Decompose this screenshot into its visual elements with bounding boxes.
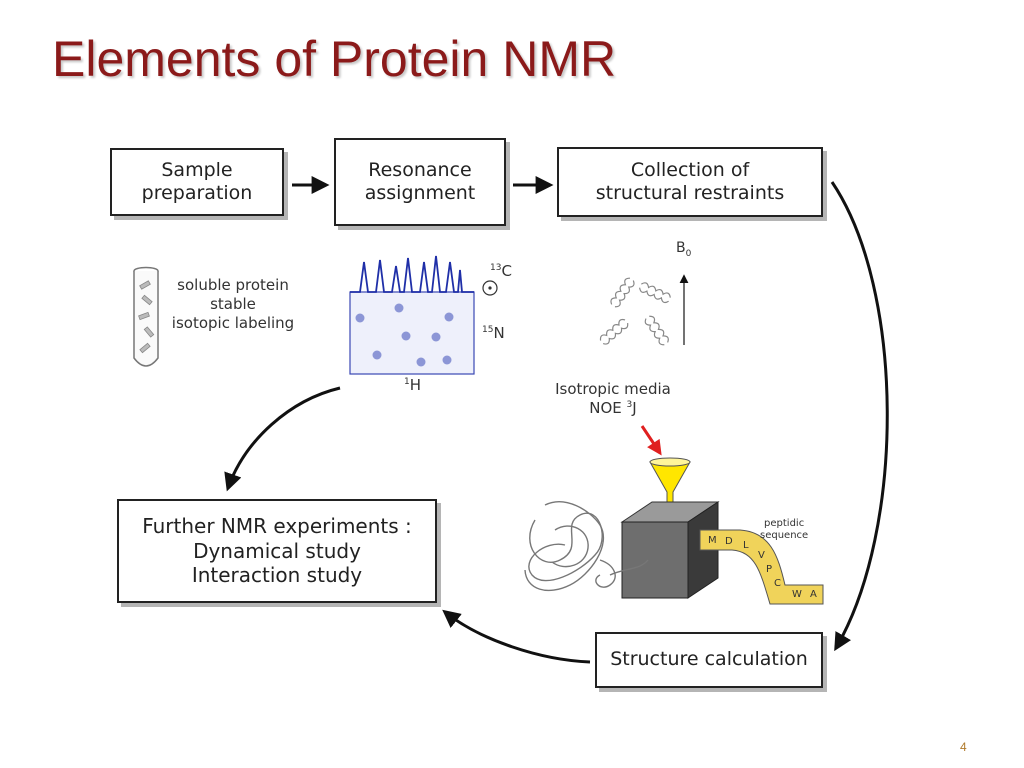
c13-axis-label: 13C	[490, 262, 512, 280]
n15-superscript: 15	[482, 325, 494, 335]
red-arrow	[640, 425, 662, 456]
sample-property-2: stable	[210, 294, 256, 313]
sequence-letter: V	[758, 550, 765, 561]
structural-restraints-line-2: structural restraints	[595, 182, 785, 204]
structure-calculation-box: Structure calculation	[595, 632, 823, 688]
isotropic-media-line-2: NOE 3J	[540, 399, 686, 418]
b0-subscript: 0	[685, 248, 692, 259]
b0-label: B0	[676, 240, 691, 259]
sequence-letter: D	[725, 536, 733, 547]
peak-dot	[355, 313, 365, 323]
peak-dot	[372, 350, 382, 360]
arrow-calculation-to-further	[442, 609, 591, 664]
resonance-assignment-line-1: Resonance	[368, 158, 472, 181]
further-experiments-box: Further NMR experiments : Dynamical stud…	[117, 499, 437, 603]
protein-structure-icon	[524, 501, 649, 592]
n15-letter: N	[493, 324, 505, 342]
peptidic-sequence-label: peptidic sequence	[760, 518, 808, 542]
peptidic-label-line-1: peptidic	[764, 518, 805, 529]
sequence-letter: M	[708, 535, 717, 546]
further-experiments-line-3: Interaction study	[191, 563, 363, 588]
sample-preparation-line-2: preparation	[141, 182, 253, 204]
sample-property-1: soluble protein	[177, 276, 289, 294]
arrow-restraints-to-calculation	[830, 181, 889, 652]
peak-dot	[401, 331, 411, 341]
noe-text: NOE	[589, 398, 627, 417]
structure-calculation-label: Structure calculation	[610, 648, 808, 671]
peptidic-label-line-2: sequence	[760, 530, 809, 541]
resonance-assignment-box: Resonance assignment	[334, 138, 506, 226]
oriented-molecules-icon	[599, 277, 671, 346]
peak-dot	[416, 357, 426, 367]
h1-axis-label: 1H	[404, 376, 421, 394]
arrow-sample-to-further	[224, 386, 341, 492]
n15-axis-label: 15N	[482, 324, 505, 342]
h1-superscript: 1	[404, 377, 410, 387]
slide-title: Elements of Protein NMR	[52, 31, 617, 87]
sample-preparation-line-1: Sample	[161, 158, 233, 181]
peak-dot	[442, 355, 452, 365]
further-experiments-line-2: Dynamical study	[193, 538, 361, 563]
sequence-band	[699, 529, 824, 605]
c13-letter: C	[501, 262, 512, 280]
j-superscript: 3	[626, 399, 633, 410]
sequence-letter: L	[743, 540, 749, 551]
isotropic-media-line-1: Isotropic media	[555, 380, 671, 398]
structural-restraints-box: Collection of structural restraints	[557, 147, 823, 217]
b0-letter: B	[676, 240, 686, 256]
peak-dot	[431, 332, 441, 342]
further-experiments-line-1: Further NMR experiments :	[142, 514, 412, 539]
peak-dot	[444, 312, 454, 322]
sample-properties: soluble protein stable isotopic labeling	[166, 276, 300, 332]
structural-restraints-line-1: Collection of	[630, 158, 750, 181]
h1-letter: H	[409, 376, 422, 394]
sample-preparation-box: Sample preparation	[110, 148, 284, 216]
sequence-letter: W	[792, 589, 802, 600]
page-number: 4	[960, 740, 967, 754]
isotropic-media-label: Isotropic media NOE 3J	[540, 380, 686, 418]
funnel-icon	[649, 457, 691, 517]
c13-axis-dot-icon	[482, 280, 498, 296]
sequence-letter: A	[810, 589, 817, 600]
resonance-assignment-line-2: assignment	[364, 182, 476, 204]
1d-spectrum-line	[350, 255, 474, 293]
hsqc-spectrum	[349, 255, 498, 375]
c13-superscript: 13	[490, 263, 502, 273]
nmr-tube-icon	[133, 266, 159, 367]
sample-property-3: isotopic labeling	[171, 313, 295, 332]
sequence-letter: P	[766, 564, 773, 575]
sequence-letter: C	[774, 578, 781, 589]
peak-dot	[394, 303, 404, 313]
j-letter: J	[632, 398, 637, 417]
